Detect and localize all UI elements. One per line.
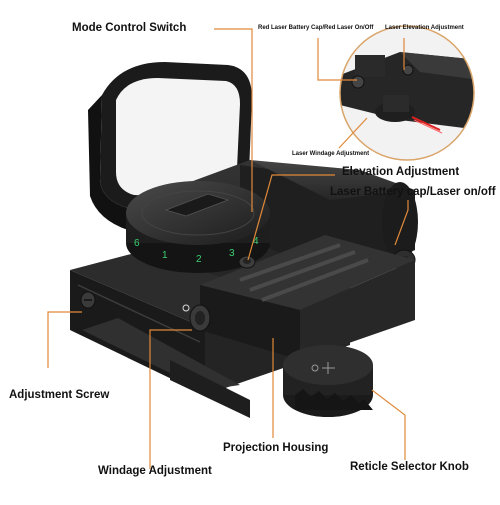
elevation-screw [238, 255, 256, 269]
leader-laser-battery-cap [394, 200, 409, 246]
leader-lines [47, 28, 409, 469]
dial-number: 1 [162, 250, 168, 261]
label-laser-elevation-adjustment: Laser Elevation Adjustment [385, 25, 464, 31]
label-reticle-selector-knob: Reticle Selector Knob [350, 461, 469, 473]
mode-control-dial: 6 1 2 3 4 [126, 181, 270, 273]
leader-mode-control [214, 28, 253, 212]
leader-laser-windage [338, 117, 368, 149]
dial-number: 2 [196, 254, 202, 265]
laser-inset [339, 25, 475, 161]
adjustment-screw [80, 291, 96, 309]
window-hood [88, 62, 252, 230]
label-laser-battery-cap: Laser Battery cap/Laser on/off [330, 186, 496, 198]
label-red-laser-battery-cap: Red Laser Battery Cap/Red Laser On/Off [258, 25, 374, 31]
label-laser-windage-adjustment: Laser Windage Adjustment [292, 151, 370, 157]
dial-number: 3 [229, 248, 235, 259]
label-elevation-adjustment: Elevation Adjustment [342, 166, 460, 178]
leader-windage [149, 329, 192, 469]
leader-adjustment-screw [47, 311, 82, 368]
label-mode-control-switch: Mode Control Switch [72, 22, 187, 34]
leader-reticle-knob [371, 389, 406, 460]
dial-number: 6 [134, 238, 140, 249]
label-adjustment-screw: Adjustment Screw [9, 389, 110, 401]
projection-housing-block [200, 235, 415, 360]
label-windage-adjustment: Windage Adjustment [98, 465, 212, 477]
label-projection-housing: Projection Housing [223, 442, 329, 454]
leader-elevation [247, 174, 335, 261]
reticle-selector-knob [283, 345, 373, 417]
windage-knob [182, 304, 211, 332]
dial-number: 4 [253, 236, 259, 247]
leader-red-laser-battery [317, 38, 357, 81]
